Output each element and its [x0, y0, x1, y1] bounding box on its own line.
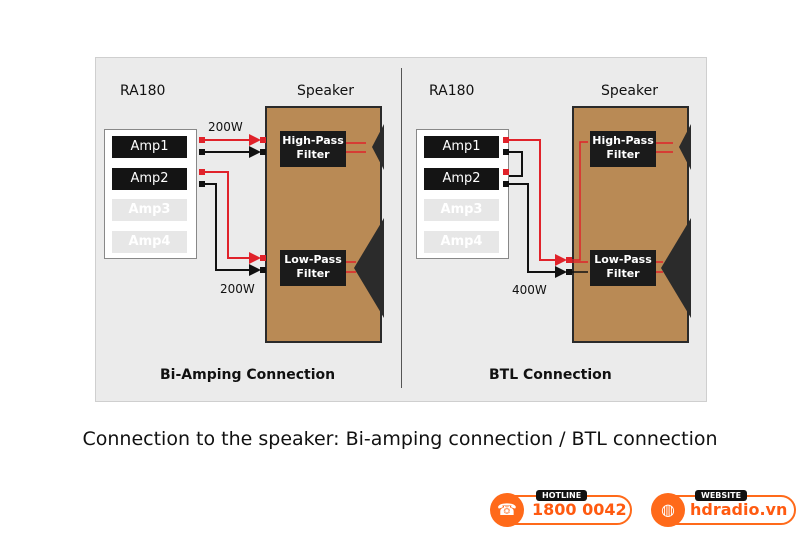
right-watt-label: 400W [512, 283, 547, 297]
right-tweeter-cone [679, 124, 691, 170]
left-hf-driver-lines [346, 142, 366, 153]
left-amp1-term-black [199, 149, 205, 155]
left-amp4: Amp4 [112, 231, 187, 253]
left-woofer-cone [354, 218, 384, 318]
left-amp3: Amp3 [112, 199, 187, 221]
left-hf-term-red [260, 137, 266, 143]
right-amp2-term-red [503, 169, 509, 175]
right-hf-driver-lines [656, 142, 673, 153]
right-term-black [566, 269, 572, 275]
right-term-red [566, 257, 572, 263]
left-watt-top: 200W [208, 120, 243, 134]
right-high-filter-line1: High-Pass [592, 134, 654, 147]
right-amp1: Amp1 [424, 136, 499, 158]
left-speaker-label: Speaker [297, 83, 354, 99]
left-lf-term-black [260, 267, 266, 273]
left-high-filter-line1: High-Pass [282, 134, 344, 147]
left-wire-amp2-black [205, 183, 261, 276]
right-amp4: Amp4 [424, 231, 499, 253]
hotline-tag: HOTLINE [536, 490, 588, 501]
left-amp2-term-black [199, 181, 205, 187]
right-internal-high [572, 141, 588, 261]
left-tweeter-cone [372, 124, 384, 170]
website-tag: WEBSITE [695, 490, 748, 501]
website-url[interactable]: hdradio.vn [690, 500, 788, 519]
right-amp2: Amp2 [424, 168, 499, 190]
left-high-pass-filter: High-Pass Filter [280, 131, 346, 167]
right-low-filter-line1: Low-Pass [594, 253, 652, 266]
right-low-pass-filter: Low-Pass Filter [590, 250, 656, 286]
left-low-pass-filter: Low-Pass Filter [280, 250, 346, 286]
left-lf-term-red [260, 255, 266, 261]
right-device-label: RA180 [429, 83, 475, 99]
right-wire-amp2-black [509, 183, 567, 278]
right-amp3: Amp3 [424, 199, 499, 221]
right-caption: BTL Connection [489, 367, 612, 383]
left-watt-bottom: 200W [220, 282, 255, 296]
left-low-filter-line2: Filter [296, 267, 330, 280]
left-hf-term-black [260, 149, 266, 155]
left-amp2: Amp2 [112, 168, 187, 190]
globe-icon: ◍ [651, 493, 685, 527]
hotline-number[interactable]: 1800 0042 [532, 500, 627, 519]
right-amp1-term-black [503, 149, 509, 155]
left-amp1-term-red [199, 137, 205, 143]
phone-icon: ☎ [490, 493, 524, 527]
right-wire-amp1-red [509, 139, 567, 266]
right-amp2-term-black [503, 181, 509, 187]
right-lf-driver-lines [656, 261, 663, 273]
left-amp2-term-red [199, 169, 205, 175]
right-low-filter-line2: Filter [606, 267, 640, 280]
right-wire-amp1-black [509, 151, 523, 177]
right-high-filter-line2: Filter [606, 148, 640, 161]
right-amp1-term-red [503, 137, 509, 143]
figure-caption: Connection to the speaker: Bi-amping con… [82, 428, 718, 450]
left-high-filter-line2: Filter [296, 148, 330, 161]
left-lf-driver-lines [346, 261, 356, 273]
left-low-filter-line1: Low-Pass [284, 253, 342, 266]
left-caption: Bi-Amping Connection [160, 367, 336, 383]
right-high-pass-filter: High-Pass Filter [590, 131, 656, 167]
left-device-label: RA180 [120, 83, 166, 99]
panel-divider [401, 68, 402, 388]
left-wire-amp2-red [205, 171, 261, 264]
left-amp1: Amp1 [112, 136, 187, 158]
right-woofer-cone [661, 218, 691, 318]
right-speaker-label: Speaker [601, 83, 658, 99]
